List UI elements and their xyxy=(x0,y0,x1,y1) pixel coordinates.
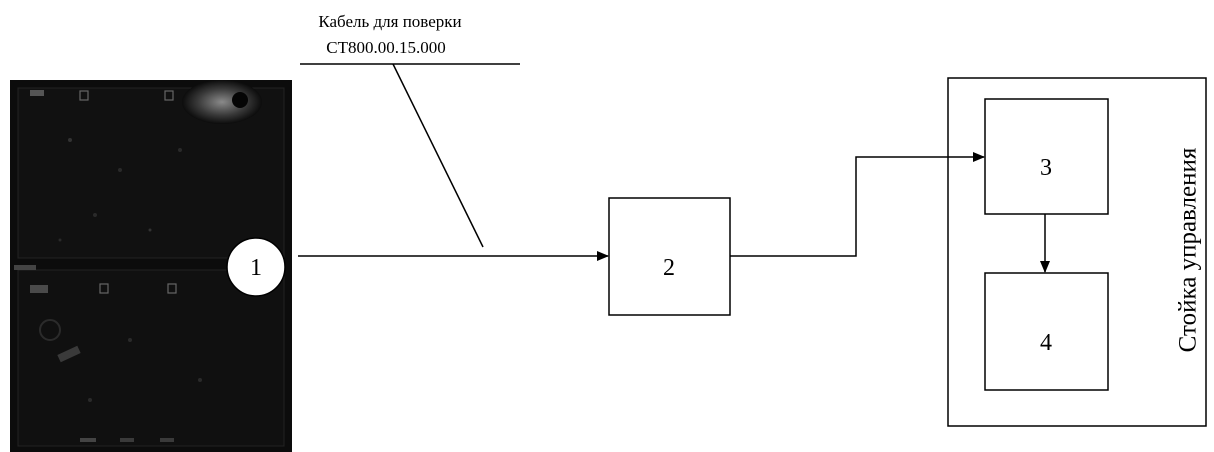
box-4-label: 4 xyxy=(1040,330,1052,356)
box-3-label: 3 xyxy=(1040,155,1052,181)
box-2 xyxy=(608,197,731,316)
node-1-label: 1 xyxy=(250,255,262,281)
cable-leader-line xyxy=(392,63,484,248)
connector-2-to-3 xyxy=(730,152,985,257)
box-4 xyxy=(984,272,1109,391)
cable-label-line1: Кабель для поверки xyxy=(318,12,461,31)
box-2-label: 2 xyxy=(663,255,675,281)
control-rack-title: Стойка управления xyxy=(1175,147,1202,352)
control-rack-frame xyxy=(947,77,1207,427)
node-1-circle xyxy=(226,237,286,297)
cable-label-line2: СТ800.00.15.000 xyxy=(326,38,445,57)
box-3 xyxy=(984,98,1109,215)
device-photo xyxy=(10,80,292,452)
